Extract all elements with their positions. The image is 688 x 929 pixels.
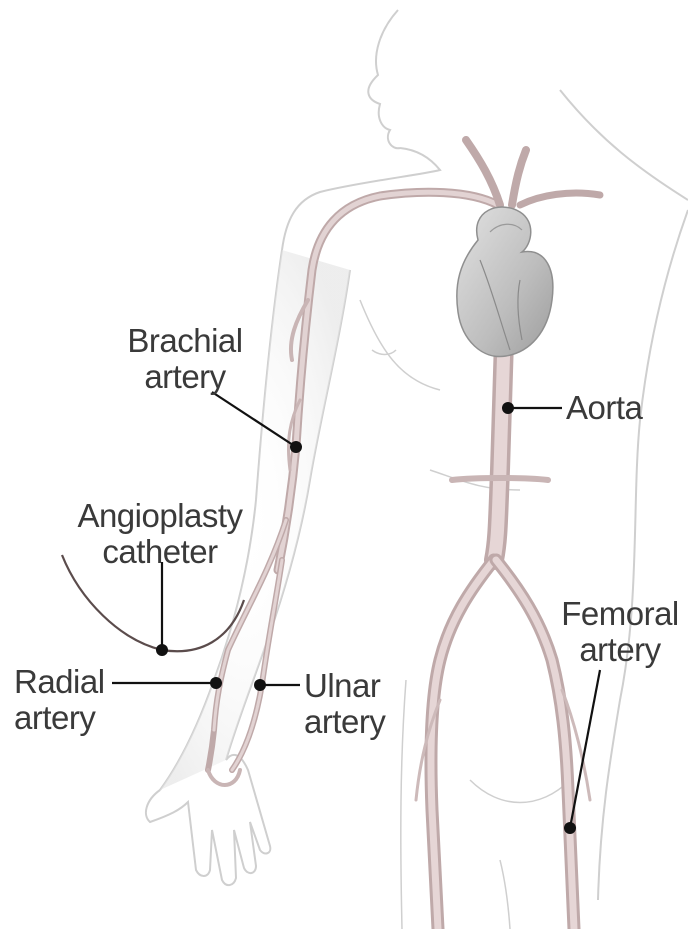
femoral-leader <box>570 670 600 828</box>
label-radial-artery: Radial artery <box>14 664 124 736</box>
label-ulnar-artery: Ulnar artery <box>304 668 414 740</box>
radial-dot <box>210 677 222 689</box>
label-angioplasty-catheter: Angioplasty catheter <box>60 498 260 570</box>
label-radial-line1: Radial <box>14 664 124 700</box>
femoral-dot <box>564 822 576 834</box>
label-angioplasty-line1: Angioplasty <box>60 498 260 534</box>
marker-dots <box>156 402 576 834</box>
label-radial-line2: artery <box>14 700 124 736</box>
label-femoral-line1: Femoral <box>556 596 684 632</box>
label-ulnar-line1: Ulnar <box>304 668 414 704</box>
catheter-dot <box>156 644 168 656</box>
brachial-dot <box>290 441 302 453</box>
label-aorta: Aorta <box>566 390 676 426</box>
label-angioplasty-line2: catheter <box>60 534 260 570</box>
label-femoral-artery: Femoral artery <box>556 596 684 668</box>
ulnar-dot <box>254 679 266 691</box>
label-brachial-line2: artery <box>120 359 250 395</box>
label-aorta-line1: Aorta <box>566 390 676 426</box>
label-ulnar-line2: artery <box>304 704 414 740</box>
aorta-dot <box>502 402 514 414</box>
label-femoral-line2: artery <box>556 632 684 668</box>
label-brachial-line1: Brachial <box>120 323 250 359</box>
heart <box>457 207 553 356</box>
label-brachial-artery: Brachial artery <box>120 323 250 395</box>
